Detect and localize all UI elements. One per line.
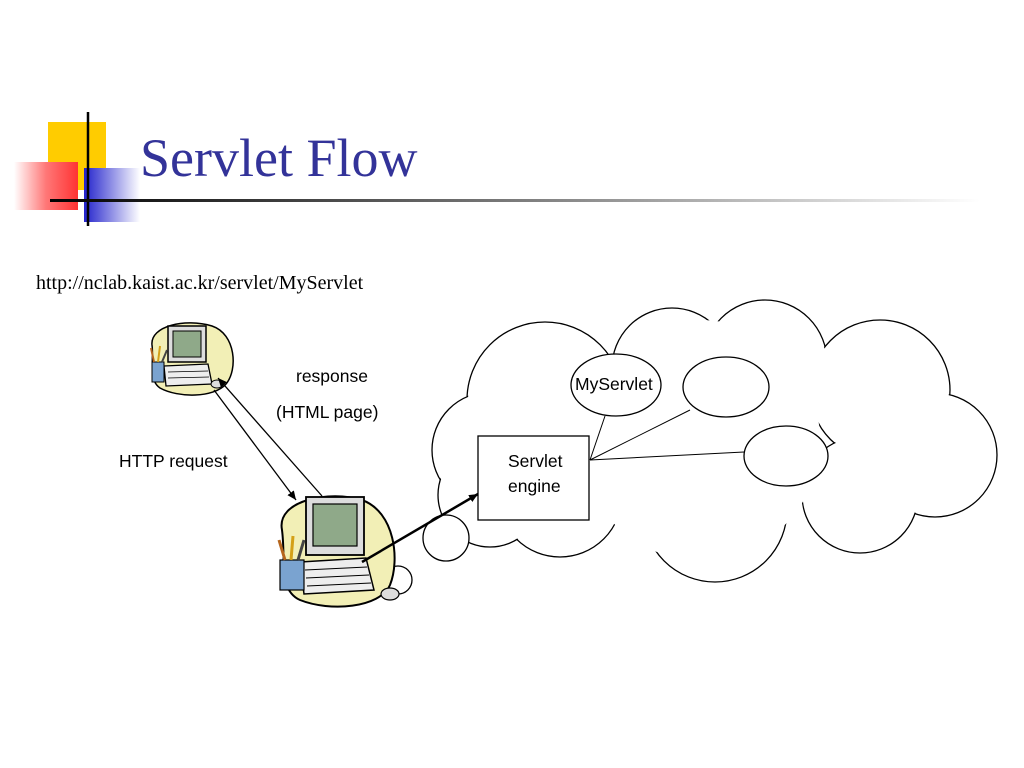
- response-arrow: [217, 377, 323, 497]
- server-computer-icon: [277, 495, 400, 608]
- servlet-node-3: [743, 425, 829, 487]
- title-underline: [50, 199, 980, 202]
- servlet-engine-label-line1: Servlet: [508, 451, 563, 471]
- myservlet-node: [570, 353, 662, 417]
- slide-title: Servlet Flow: [140, 128, 418, 188]
- servlet-node-2: [682, 356, 770, 418]
- servlet-engine-label-line2: engine: [508, 476, 561, 496]
- http-request-label: HTTP request: [119, 451, 228, 471]
- engine-to-myservlet: [589, 415, 606, 461]
- servlet-engine-box: [477, 435, 590, 521]
- html-page-label: (HTML page): [276, 402, 379, 422]
- blue-square: [84, 168, 140, 222]
- servlet-url: http://nclab.kaist.ac.kr/servlet/MyServl…: [36, 272, 364, 294]
- engine-to-servlet-2: [589, 409, 691, 461]
- myservlet-label: MyServlet: [575, 374, 653, 394]
- response-label: response: [296, 366, 368, 386]
- http-request-arrow: [213, 389, 297, 501]
- client-computer-icon: [150, 322, 234, 396]
- server-to-engine-arrow: [361, 492, 479, 564]
- engine-to-servlet-3: [589, 451, 745, 461]
- cloud-bubble-large: [422, 514, 470, 562]
